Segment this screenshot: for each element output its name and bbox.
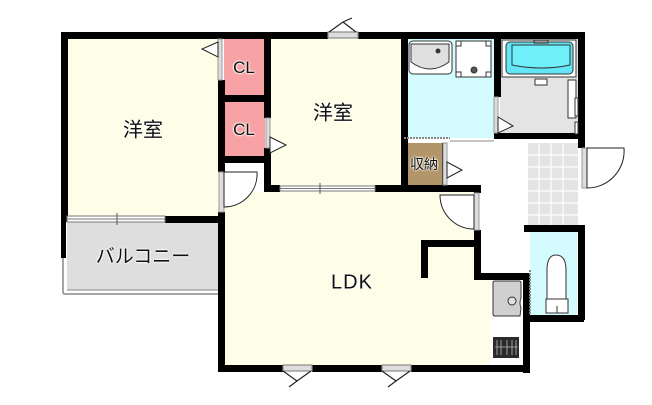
washing-machine-pan-icon xyxy=(455,40,492,78)
western-room-2-label: 洋室 xyxy=(313,100,353,125)
bathtub-icon xyxy=(501,39,579,135)
storage-label: 収納 xyxy=(410,157,438,173)
washbasin-icon xyxy=(408,40,453,75)
entrance-fill xyxy=(528,143,578,231)
swing-doors xyxy=(218,147,625,231)
entrance-tiles xyxy=(528,143,578,231)
sliding-doors xyxy=(66,183,376,225)
western-room-1-fill xyxy=(67,38,220,216)
western-room-2-fill xyxy=(270,38,404,186)
balcony-fill xyxy=(67,222,218,290)
room-fills xyxy=(67,38,578,365)
ldk-label: LDK xyxy=(331,271,373,294)
ldk-fill xyxy=(225,192,490,365)
closet-2-fill xyxy=(224,102,265,157)
gas-stove-icon xyxy=(493,337,519,358)
balcony-label: バルコニー xyxy=(95,245,191,268)
closet-1-label: CL xyxy=(233,58,255,77)
storage-fill xyxy=(407,143,442,185)
walls xyxy=(61,32,585,373)
balcony-railing xyxy=(62,258,218,295)
window-markers xyxy=(282,17,412,388)
closet-door-markers xyxy=(200,38,515,186)
toilet-icon xyxy=(545,254,569,314)
western-room-1-label: 洋室 xyxy=(123,117,163,142)
closet-1-fill xyxy=(224,38,265,96)
kitchen-sink-icon xyxy=(492,280,522,317)
closet-2-label: CL xyxy=(233,120,255,139)
